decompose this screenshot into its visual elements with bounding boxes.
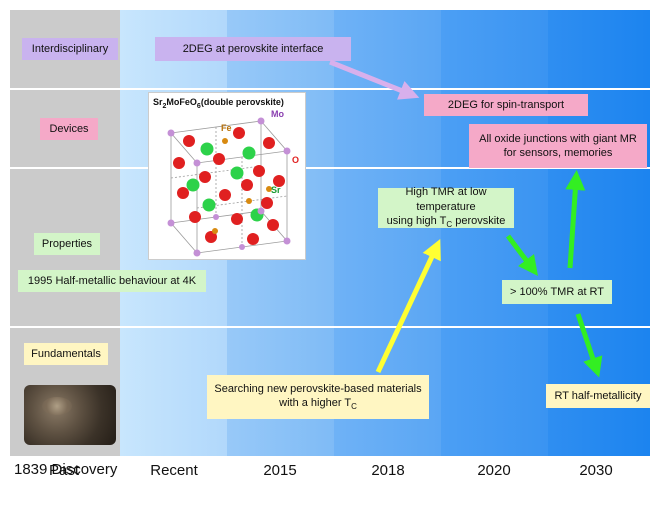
row-divider — [10, 326, 650, 328]
period-2030: 2030 — [579, 462, 613, 479]
column-2030 — [548, 10, 650, 456]
row-label-fundamentals: Fundamentals — [24, 343, 108, 365]
discovery-1839-label: 1839 Discovery — [14, 461, 118, 478]
period-2020: 2020 — [477, 462, 511, 479]
searching-materials-box: Searching new perovskite-based materials… — [207, 375, 429, 419]
tmr-rt-box: > 100% TMR at RT — [502, 280, 612, 304]
row-label-properties: Properties — [34, 233, 100, 255]
oxide-junctions-box: All oxide junctions with giant MR for se… — [469, 124, 647, 168]
row-label-interdisciplinary: Interdisciplinary — [22, 38, 118, 60]
period-2015: 2015 — [263, 462, 297, 479]
mineral-sample-image — [24, 385, 116, 445]
o-label: O — [292, 155, 300, 165]
crystal-title: Sr2MoFeO6(double perovskite) — [153, 97, 284, 110]
row-divider — [10, 88, 650, 90]
period-2018: 2018 — [371, 462, 405, 479]
column-2020 — [441, 10, 548, 456]
period-recent: Recent — [150, 462, 198, 479]
lattice-drawing — [167, 117, 291, 257]
row-label-devices: Devices — [40, 118, 98, 140]
rt-half-metallicity-box: RT half-metallicity — [546, 384, 650, 408]
high-tmr-box: High TMR at low temperature using high T… — [378, 186, 514, 229]
half-metallic-1995-box: 1995 Half-metallic behaviour at 4K — [18, 270, 206, 292]
sr-label: Sr — [271, 185, 281, 195]
period-past: Past — [48, 462, 79, 479]
double-perovskite-structure-image: Sr2MoFeO6(double perovskite) — [148, 92, 306, 260]
mo-label: Mo — [271, 109, 284, 119]
twodeg-spin-transport-box: 2DEG for spin-transport — [424, 94, 588, 116]
row-divider — [10, 167, 650, 169]
twodeg-interface-box: 2DEG at perovskite interface — [155, 37, 351, 61]
fe-label: Fe — [221, 123, 232, 133]
